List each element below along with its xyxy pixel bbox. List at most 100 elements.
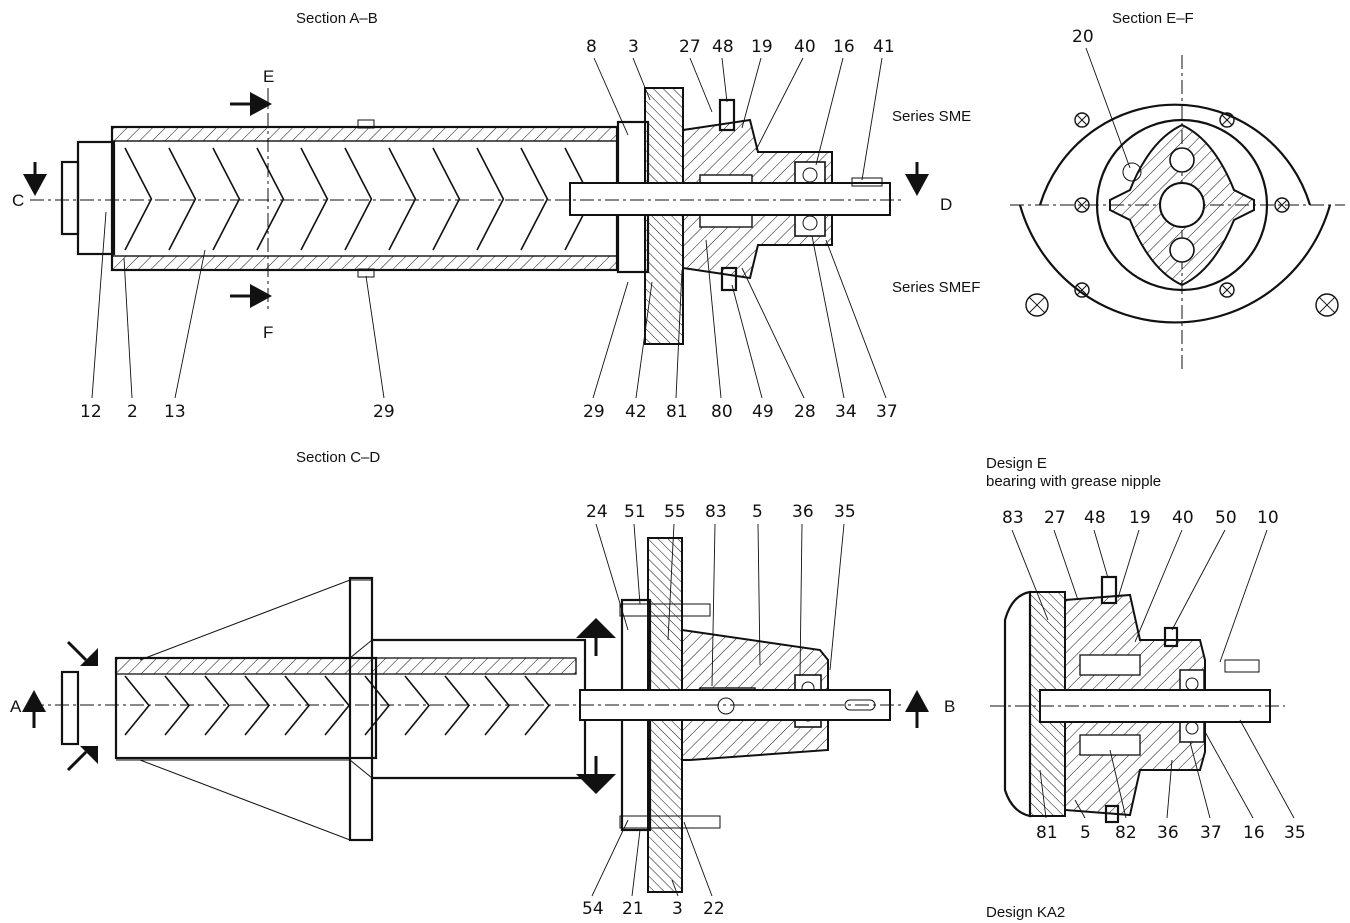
de-callout-35: 35 (1284, 823, 1306, 843)
de-seal-bottom (1079, 734, 1141, 756)
callout-54: 54 (582, 899, 604, 919)
cd-bottom-leaders (591, 819, 713, 897)
ab-casing-groove-top (357, 119, 375, 129)
bolt-cross (1076, 284, 1088, 296)
section-ab-title: Section A–B (296, 10, 378, 27)
design-e-drawing (990, 575, 1285, 824)
bolt-cross (1318, 296, 1336, 314)
ef-flange-lower (1018, 204, 1332, 324)
callout-49: 49 (752, 402, 774, 422)
callout-3-cd: 3 (672, 899, 683, 919)
screw-flight (476, 147, 505, 251)
ab-top-callouts: 8 3 27 48 19 40 16 41 (586, 37, 895, 57)
cd-plug (717, 697, 735, 715)
callout-81: 81 (666, 402, 688, 422)
callout-35: 35 (834, 502, 856, 522)
cd-upper-wall (115, 657, 577, 675)
ef-port-20 (1122, 162, 1142, 182)
bolt-hole (1219, 112, 1235, 128)
screw-flight (124, 147, 153, 251)
ef-flange-upper (1038, 103, 1312, 206)
section-ab-drawing (30, 87, 905, 345)
callout-36: 36 (792, 502, 814, 522)
ab-casing-wall-top (111, 126, 618, 142)
de-callout-50: 50 (1215, 508, 1237, 528)
bolt-cross (1276, 199, 1288, 211)
screw-flight (432, 147, 461, 251)
de-flange-face (1003, 590, 1032, 818)
cd-section-arrows (22, 618, 929, 794)
de-grease-nipple (1100, 575, 1118, 605)
de-callout-37: 37 (1200, 823, 1222, 843)
de-callout-48: 48 (1084, 508, 1106, 528)
cd-top-leaders (595, 523, 845, 687)
ab-grease-nipple-bottom (720, 266, 738, 292)
de-plug-50 (1163, 626, 1179, 648)
bolt-hole (1074, 282, 1090, 298)
cd-cone-bottom (139, 759, 373, 841)
callout-27: 27 (679, 37, 701, 57)
callout-80: 80 (711, 402, 733, 422)
callout-48: 48 (712, 37, 734, 57)
callout-55: 55 (664, 502, 686, 522)
callout-8: 8 (586, 37, 597, 57)
cut-letter-b: B (944, 697, 955, 716)
bolt-hole (1219, 282, 1235, 298)
de-seal-top (1079, 654, 1141, 676)
callout-3: 3 (628, 37, 639, 57)
screw-flight (212, 147, 241, 251)
ab-key (851, 177, 883, 187)
ab-shaft-end (60, 160, 80, 236)
ef-drive-rotor (1159, 182, 1205, 228)
callout-28: 28 (794, 402, 816, 422)
bolt-hole (1315, 293, 1339, 317)
callout-24: 24 (586, 502, 608, 522)
cd-mid-ring (348, 576, 374, 842)
bolt-hole (1274, 197, 1290, 213)
callout-5: 5 (752, 502, 763, 522)
cut-letter-a: A (10, 697, 22, 716)
screw-flight (204, 675, 231, 736)
cd-top-callouts: 24 51 55 83 5 36 35 (586, 502, 856, 522)
design-e-title: Design E (986, 455, 1047, 472)
cut-letter-e: E (263, 67, 274, 86)
design-e-subtitle: bearing with grease nipple (986, 473, 1161, 490)
leader-20 (1085, 47, 1131, 169)
ef-casing-ring (1095, 118, 1269, 292)
screw-flight (388, 147, 417, 251)
bolt-hole (1074, 112, 1090, 128)
callout-2: 2 (127, 402, 138, 422)
screw-flight (168, 147, 197, 251)
cd-bottom-callouts: 54 21 3 22 (582, 899, 725, 919)
de-bottom-callouts: 81 5 82 36 37 16 35 (1036, 823, 1306, 843)
section-cd-title: Section C–D (296, 449, 380, 466)
cd-cone-top (139, 579, 373, 661)
screw-flight (344, 147, 373, 251)
de-bottom-leaders (1039, 719, 1295, 819)
bolt-cross (1076, 199, 1088, 211)
bolt-cross (1221, 114, 1233, 126)
ef-idler-bottom (1169, 237, 1195, 263)
screw-flight (404, 675, 431, 736)
ab-casing (110, 125, 619, 272)
callout-37: 37 (876, 402, 898, 422)
de-callout-83: 83 (1002, 508, 1024, 528)
callout-41: 41 (873, 37, 895, 57)
screw-flight (300, 147, 329, 251)
series-sme-label: Series SME (892, 108, 971, 125)
de-key (1224, 659, 1260, 673)
de-callout-19: 19 (1129, 508, 1151, 528)
callout-13: 13 (164, 402, 186, 422)
callout-20: 20 (1072, 27, 1094, 47)
bolt-cross (1076, 114, 1088, 126)
callout-19: 19 (751, 37, 773, 57)
de-callout-40: 40 (1172, 508, 1194, 528)
cut-letter-c: C (12, 191, 24, 210)
ab-inlet-head (76, 140, 116, 256)
screw-flight (256, 147, 285, 251)
de-callout-82: 82 (1115, 823, 1137, 843)
ef-idler-top (1169, 147, 1195, 173)
de-callout-27: 27 (1044, 508, 1066, 528)
